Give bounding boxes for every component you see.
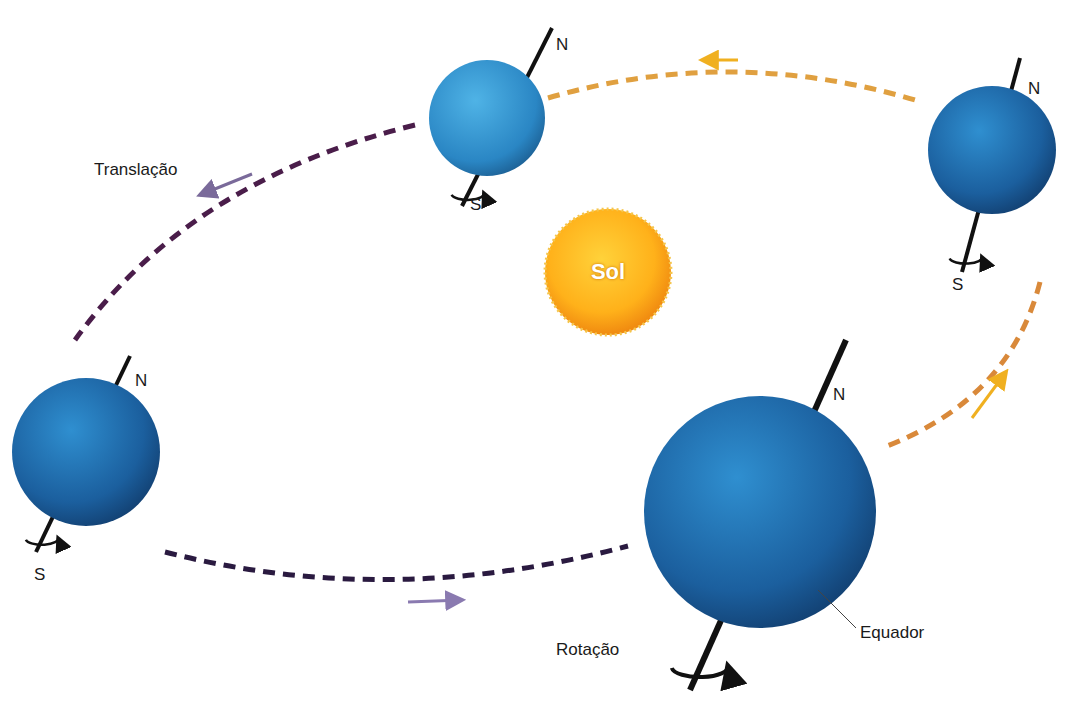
earth-sphere bbox=[928, 86, 1056, 214]
pole-label: N bbox=[556, 36, 568, 55]
earth-globe bbox=[10, 356, 165, 552]
motion-label: Rotação bbox=[556, 641, 619, 660]
earth-sphere bbox=[644, 396, 876, 628]
direction-arrow bbox=[200, 60, 1006, 602]
continent bbox=[926, 86, 1060, 212]
pole-label: N bbox=[833, 386, 845, 405]
rotation-arrow bbox=[950, 257, 982, 264]
pole-label: S bbox=[34, 566, 45, 585]
earth-sphere bbox=[12, 378, 160, 526]
orbit-path bbox=[75, 72, 1040, 580]
pole-label: N bbox=[135, 372, 147, 391]
pole-label: S bbox=[470, 196, 481, 215]
pole-label: S bbox=[952, 276, 963, 295]
rotation-arrow bbox=[672, 666, 728, 677]
rotation-arrow bbox=[26, 538, 58, 545]
continent bbox=[10, 378, 165, 524]
pole-label: N bbox=[1028, 80, 1040, 99]
motion-label: Translação bbox=[94, 161, 177, 180]
equator-label: Equador bbox=[860, 624, 924, 643]
earth-globe bbox=[640, 340, 882, 690]
earth-globe bbox=[926, 58, 1060, 272]
leader-line bbox=[818, 590, 856, 628]
continent bbox=[427, 60, 548, 174]
earth-sphere bbox=[429, 60, 545, 176]
sun-label: Sol bbox=[591, 259, 625, 285]
earth-globe bbox=[427, 28, 552, 206]
sun-circle: Sol bbox=[542, 206, 674, 338]
continent bbox=[640, 395, 882, 623]
